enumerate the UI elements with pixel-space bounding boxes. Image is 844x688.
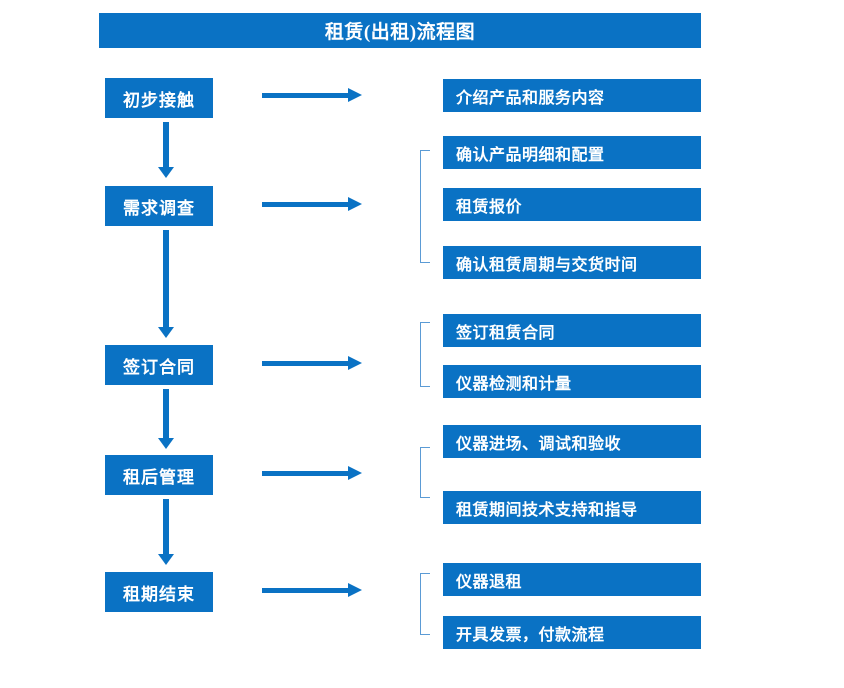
arrow-head (158, 438, 174, 449)
page-title: 租赁(出租)流程图 (99, 13, 701, 48)
arrow-shaft (163, 122, 169, 167)
arrow-chubu-to-xuqiu-icon (158, 122, 174, 178)
stage-box-sign-contract: 签订合同 (105, 345, 213, 385)
detail-box-sign-rental-contract: 签订租赁合同 (443, 314, 701, 347)
detail-box-invoice-payment: 开具发票，付款流程 (443, 616, 701, 649)
arrow-shaft (262, 588, 350, 593)
detail-box-confirm-period-delivery: 确认租赁周期与交货时间 (443, 246, 701, 279)
arrow-chubu-to-intro-icon (262, 88, 362, 102)
detail-box-confirm-product-spec: 确认产品明细和配置 (443, 136, 701, 169)
stage-box-initial-contact: 初步接触 (105, 78, 213, 118)
arrow-zuhou-to-jinchang-icon (262, 466, 362, 480)
stage-box-post-rental-management: 租后管理 (105, 455, 213, 495)
arrow-shaft (163, 389, 169, 438)
detail-box-instrument-return: 仪器退租 (443, 563, 701, 596)
arrow-head (348, 466, 362, 480)
arrow-head (158, 327, 174, 338)
detail-box-technical-support: 租赁期间技术支持和指导 (443, 491, 701, 524)
detail-box-instrument-inspection: 仪器检测和计量 (443, 365, 701, 398)
arrow-qianding-to-hetong-icon (262, 356, 362, 370)
arrow-zuqi-to-tuizu-icon (262, 583, 362, 597)
arrow-shaft (262, 361, 350, 366)
arrow-qianding-to-zuhou-icon (158, 389, 174, 449)
arrow-zuhou-to-zuqi-icon (158, 499, 174, 565)
arrow-shaft (262, 471, 350, 476)
bracket-demand-group-icon (420, 150, 430, 263)
arrow-shaft (163, 499, 169, 554)
stage-box-needs-survey: 需求调查 (105, 186, 213, 226)
arrow-shaft (262, 93, 350, 98)
bracket-end-group-icon (420, 573, 430, 635)
arrow-head (158, 554, 174, 565)
detail-box-introduce-products: 介绍产品和服务内容 (443, 79, 701, 112)
arrow-xuqiu-to-qianding-icon (158, 230, 174, 338)
arrow-shaft (262, 202, 350, 207)
bracket-management-group-icon (420, 447, 430, 498)
bracket-contract-group-icon (420, 322, 430, 387)
arrow-head (348, 356, 362, 370)
arrow-head (348, 197, 362, 211)
detail-box-rental-quote: 租赁报价 (443, 188, 701, 221)
arrow-xuqiu-to-queren-icon (262, 197, 362, 211)
arrow-head (348, 88, 362, 102)
detail-box-instrument-entry-commission: 仪器进场、调试和验收 (443, 425, 701, 458)
arrow-head (158, 167, 174, 178)
arrow-shaft (163, 230, 169, 327)
stage-box-rental-end: 租期结束 (105, 572, 213, 612)
arrow-head (348, 583, 362, 597)
